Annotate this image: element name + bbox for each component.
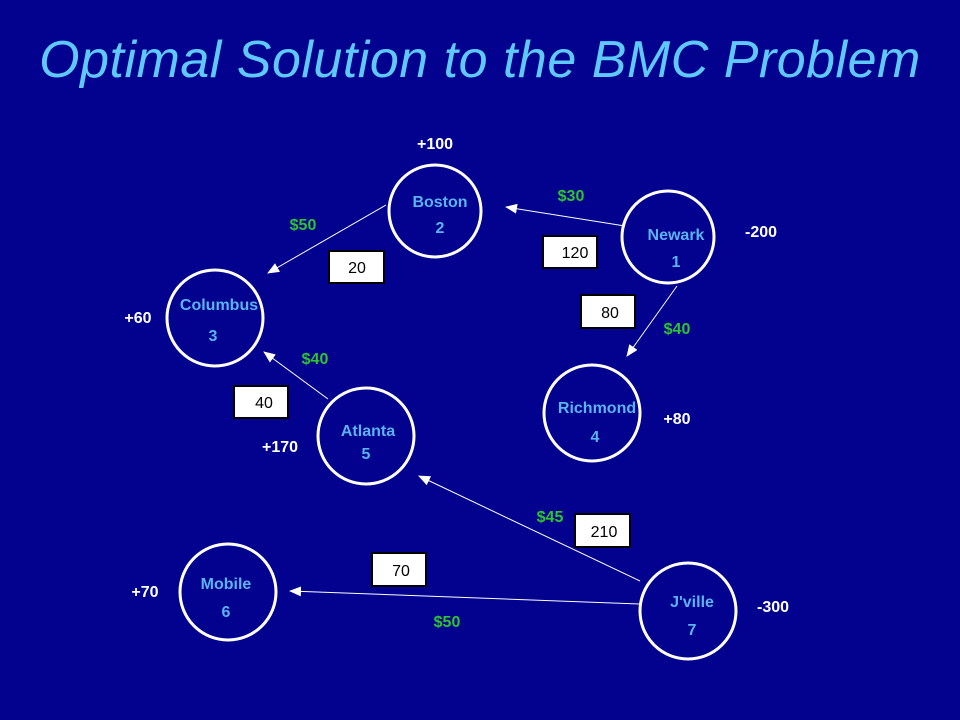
supply-label-boston: +100 xyxy=(417,136,453,153)
flow-value: 70 xyxy=(392,563,410,580)
cost-label-1-4: $40 xyxy=(664,321,691,338)
cost-label-1-2: $30 xyxy=(558,188,585,205)
arc-1-4 xyxy=(626,285,678,357)
node-atlanta: Atlanta 5 xyxy=(316,386,416,486)
node-boston: Boston 2 xyxy=(387,163,483,259)
node-name: Newark xyxy=(648,227,705,244)
flow-box-7-5: 210 xyxy=(574,513,631,548)
node-newark: Newark 1 xyxy=(620,189,716,285)
flow-box-1-4: 80 xyxy=(580,294,636,329)
node-id: 1 xyxy=(672,254,681,271)
arc-1-2 xyxy=(505,203,626,227)
node-jville: J'ville 7 xyxy=(638,561,738,661)
node-mobile: Mobile 6 xyxy=(178,542,278,642)
flow-value: 20 xyxy=(348,260,366,277)
node-id: 3 xyxy=(209,328,218,345)
node-name: Mobile xyxy=(201,576,252,593)
cost-label-7-5: $45 xyxy=(537,509,564,526)
node-id: 7 xyxy=(688,622,697,639)
node-columbus: Columbus 3 xyxy=(165,268,265,368)
supply-label-columbus: +60 xyxy=(124,310,151,327)
supply-label-mobile: +70 xyxy=(131,584,158,601)
node-id: 5 xyxy=(362,446,371,463)
node-id: 2 xyxy=(436,220,445,237)
node-name: Columbus xyxy=(180,297,258,314)
node-richmond: Richmond 4 xyxy=(542,363,642,463)
arc-2-3 xyxy=(267,204,387,274)
flow-box-2-3: 20 xyxy=(328,250,385,284)
cost-label-7-6: $50 xyxy=(434,614,461,631)
flow-value: 40 xyxy=(255,395,273,412)
node-name: Atlanta xyxy=(341,423,395,440)
flow-value: 210 xyxy=(591,524,618,541)
arc-7-6 xyxy=(289,586,641,605)
flow-box-5-3: 40 xyxy=(233,385,289,419)
node-name: Boston xyxy=(412,194,467,211)
flow-value: 120 xyxy=(562,245,589,262)
supply-label-jville: -300 xyxy=(757,599,789,616)
cost-label-2-3: $50 xyxy=(290,217,317,234)
supply-label-atlanta: +170 xyxy=(262,439,298,456)
page-title: Optimal Solution to the BMC Problem xyxy=(39,31,921,89)
node-name: J'ville xyxy=(670,594,714,611)
arc-5-3 xyxy=(263,351,329,400)
flow-value: 80 xyxy=(601,305,619,322)
flow-box-7-6: 70 xyxy=(371,552,427,587)
flow-box-1-2: 120 xyxy=(542,235,598,269)
supply-label-newark: -200 xyxy=(745,224,777,241)
arc-7-5 xyxy=(418,475,641,582)
node-id: 6 xyxy=(222,604,231,621)
cost-label-5-3: $40 xyxy=(302,351,329,368)
supply-label-richmond: +80 xyxy=(663,411,690,428)
node-name: Richmond xyxy=(558,400,636,417)
node-id: 4 xyxy=(591,429,600,446)
